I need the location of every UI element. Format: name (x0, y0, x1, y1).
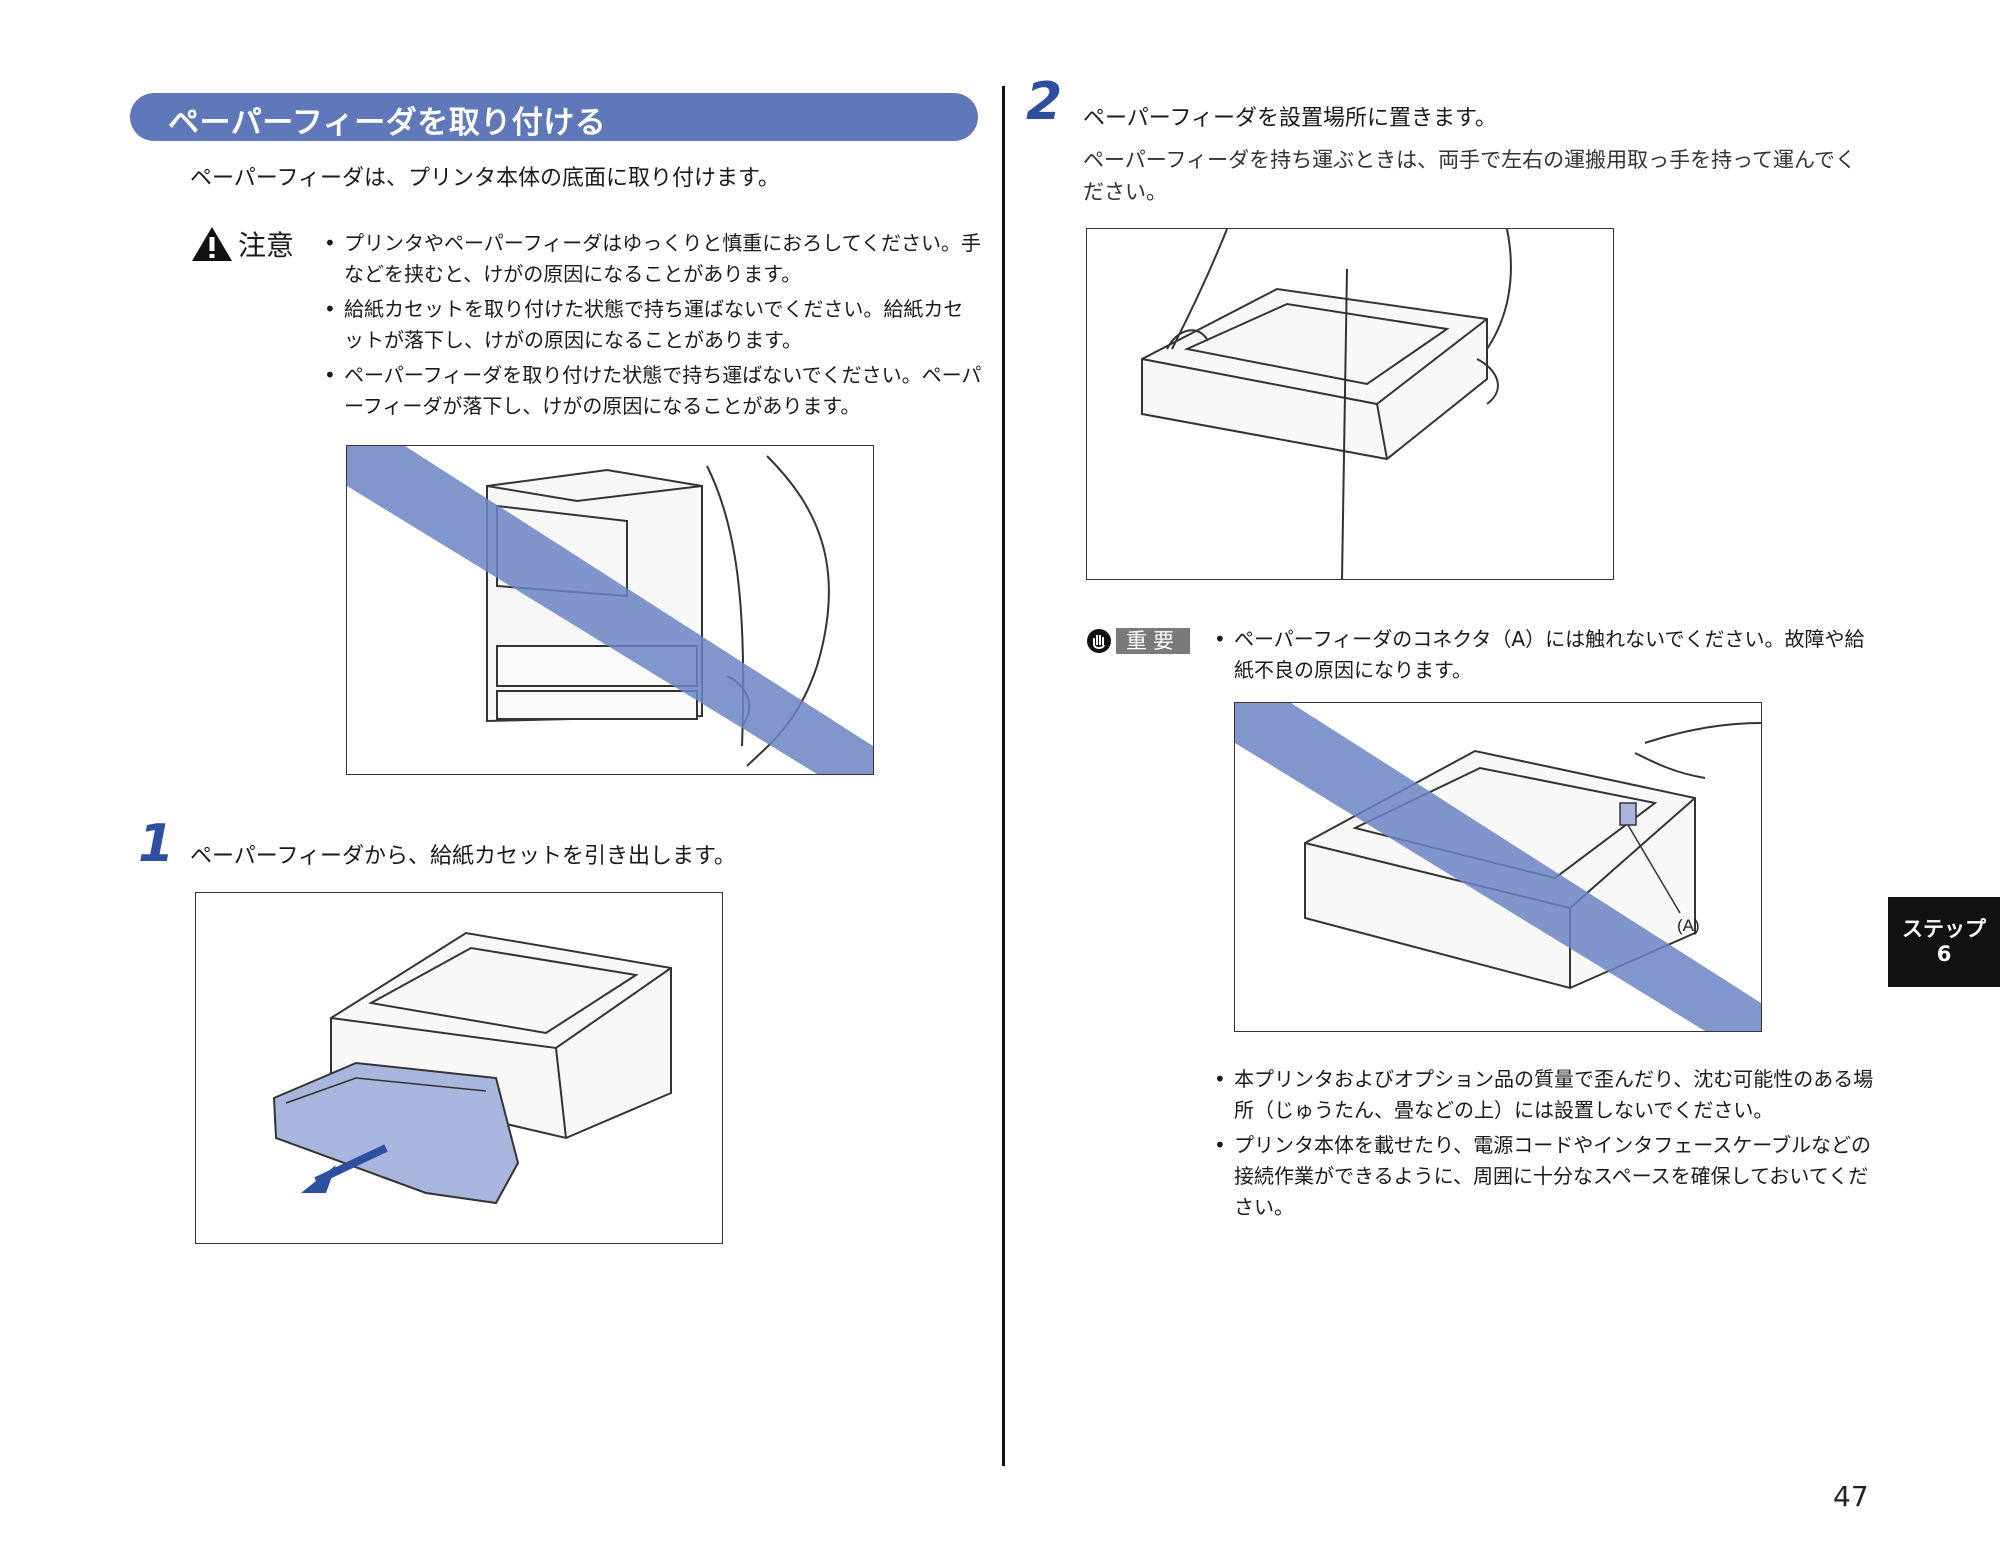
caution-item: 給紙カセットを取り付けた状態で持ち運ばないでください。給紙カセットが落下し、けが… (322, 294, 982, 356)
printer-carry-illustration (347, 446, 873, 774)
feeder-carry-illustration (1141, 228, 1512, 580)
figure-carry-printer-prohibited (346, 445, 874, 775)
note-item: 本プリンタおよびオプション品の質量で歪んだり、沈む可能性のある場所（じゅうたん、… (1212, 1064, 1878, 1126)
important-text: 重要 (1116, 628, 1190, 654)
notes-list: 本プリンタおよびオプション品の質量で歪んだり、沈む可能性のある場所（じゅうたん、… (1212, 1064, 1878, 1227)
important-list: ペーパーフィーダのコネクタ（A）には触れないでください。故障や給紙不良の原因にな… (1212, 624, 1878, 690)
step-tab-number: 6 (1936, 942, 1952, 966)
important-item: ペーパーフィーダのコネクタ（A）には触れないでください。故障や給紙不良の原因にな… (1212, 624, 1878, 686)
section-title-bar: ペーパーフィーダを取り付ける (130, 93, 978, 141)
step2-number: 2 (1026, 72, 1063, 132)
caution-list: プリンタやペーパーフィーダはゆっくりと慎重におろしてください。手などを挟むと、け… (322, 228, 982, 426)
caution-label: 注意 (190, 224, 294, 264)
column-divider (1002, 86, 1005, 1466)
prohibit-band (347, 446, 873, 774)
step1-number: 1 (138, 814, 175, 874)
caution-text: 注意 (238, 229, 295, 262)
note-item: プリンタ本体を載せたり、電源コードやインタフェースケーブルなどの接続作業ができる… (1212, 1130, 1878, 1223)
step-tab: ステップ 6 (1888, 897, 2000, 987)
caution-item: プリンタやペーパーフィーダはゆっくりと慎重におろしてください。手などを挟むと、け… (322, 228, 982, 290)
figure-pull-cassette (195, 892, 723, 1244)
page-number: 47 (1833, 1480, 1869, 1513)
arrow-icon (301, 1165, 336, 1193)
figure-carry-feeder (1086, 228, 1614, 580)
important-label: 重要 (1086, 627, 1190, 655)
connector-illustration: (A) (1235, 703, 1762, 1031)
warning-icon (192, 227, 232, 261)
step2-body: ペーパーフィーダを持ち運ぶときは、両手で左右の運搬用取っ手を持って運んでください… (1083, 148, 1857, 204)
callout-a: (A) (1677, 916, 1700, 935)
step2-title: ペーパーフィーダを設置場所に置きます。 (1083, 106, 1497, 131)
caution-item: ペーパーフィーダを取り付けた状態で持ち運ばないでください。ペーパーフィーダが落下… (322, 360, 982, 422)
prohibit-band (1235, 703, 1761, 1031)
step1-title: ペーパーフィーダから、給紙カセットを引き出します。 (190, 844, 736, 869)
connector-a (1619, 802, 1637, 826)
section-title: ペーパーフィーダを取り付ける (168, 105, 607, 141)
hand-stop-icon (1087, 629, 1111, 653)
cassette-illustration (272, 931, 672, 1205)
figure-connector-prohibited: (A) (1234, 702, 1762, 1032)
intro-text: ペーパーフィーダは、プリンタ本体の底面に取り付けます。 (190, 166, 780, 191)
step-tab-label: ステップ (1902, 917, 1986, 941)
